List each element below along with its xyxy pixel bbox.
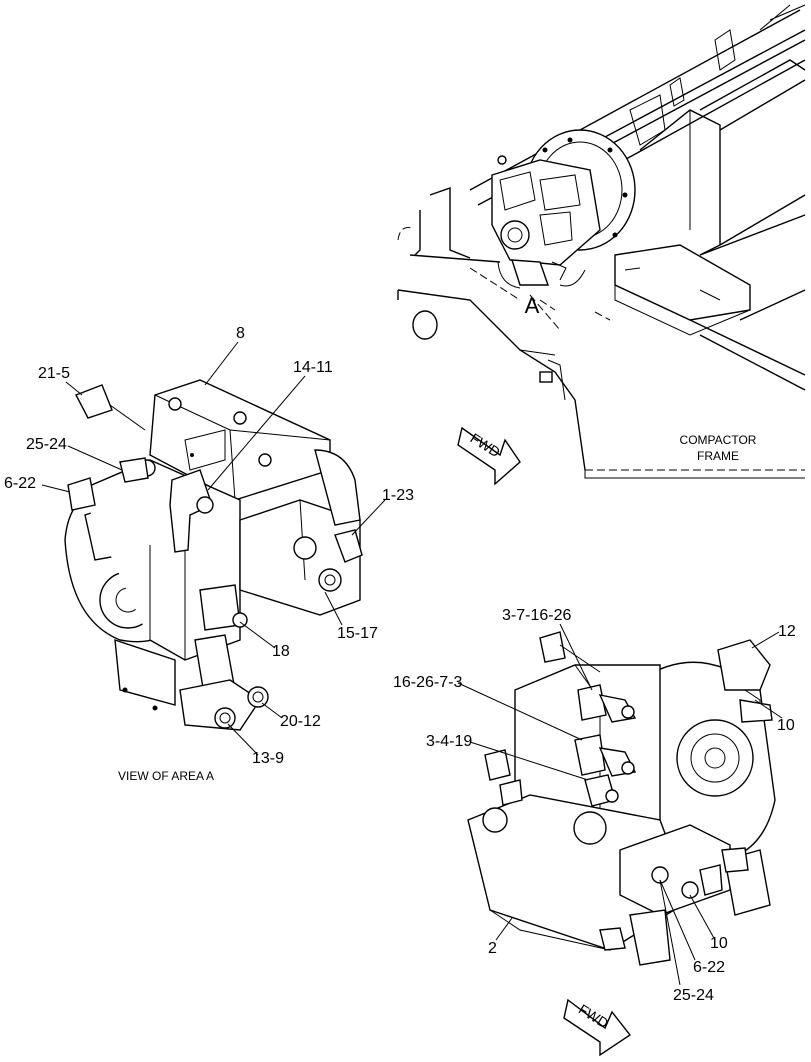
lower-callout-10-upper: 10: [777, 717, 795, 734]
lower-callout-10-lower: 10: [710, 935, 728, 952]
lower-callout-12: 12: [778, 623, 796, 640]
lower-callout-16-26-7-3: 16-26-7-3: [393, 674, 462, 691]
fwd-arrow-top-icon: FWD: [457, 426, 521, 486]
lower-callout-25-24: 25-24: [673, 987, 714, 1004]
view-a-leaders: [41, 341, 386, 756]
callout-25-24: 25-24: [26, 436, 67, 453]
fwd-arrow-bottom-icon: FWD: [563, 998, 632, 1057]
lower-leaders: [457, 623, 783, 986]
view-area-a-drawing: [64, 379, 363, 731]
callout-21-5: 21-5: [38, 365, 70, 382]
callout-6-22: 6-22: [4, 475, 36, 492]
lower-callout-3-7-16-26: 3-7-16-26: [502, 607, 571, 624]
view-area-a-caption: VIEW OF AREA A: [118, 769, 214, 783]
callout-14-11: 14-11: [293, 359, 333, 376]
lower-callout-2: 2: [488, 940, 497, 957]
callout-1-23: 1-23: [382, 487, 414, 504]
callout-20-12: 20-12: [280, 713, 321, 730]
callout-18: 18: [272, 643, 290, 660]
compactor-frame-label: COMPACTOR: [680, 433, 757, 447]
lower-pump-drawing: [467, 631, 776, 966]
frame-overview-drawing: [397, 4, 806, 479]
lower-callout-6-22: 6-22: [693, 959, 725, 976]
callout-15-17: 15-17: [337, 625, 378, 642]
area-a-marker: A: [525, 293, 540, 318]
callout-13-9: 13-9: [252, 750, 284, 767]
compactor-frame-label-line2: FRAME: [697, 449, 739, 463]
callout-8: 8: [236, 325, 245, 342]
area-a-boundary: [497, 261, 586, 289]
lower-callout-3-4-19: 3-4-19: [426, 733, 472, 750]
